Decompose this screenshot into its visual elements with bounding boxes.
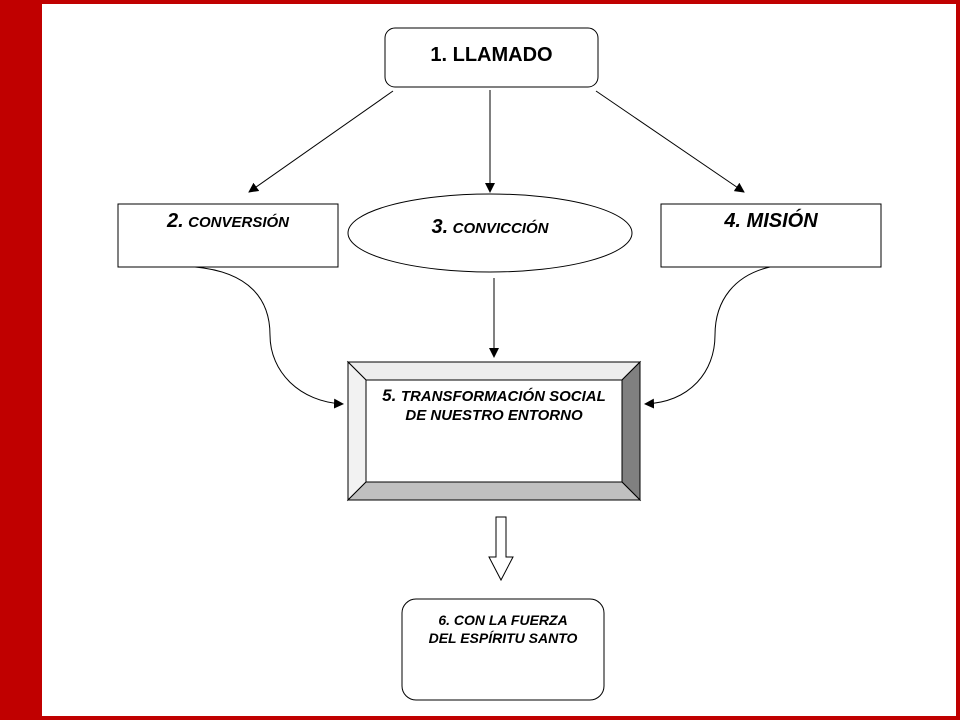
- bevel-bottom: [346, 481, 642, 501]
- node-espiritu-santo: [401, 598, 605, 701]
- arrow-llamado-mision: [595, 90, 745, 193]
- transformacion-line2: DE NUESTRO ENTORNO: [405, 407, 583, 424]
- node-llamado: [384, 27, 599, 88]
- conversion-text: CONVERSIÓN: [188, 214, 289, 231]
- label-mision: 4. MISIÓN: [661, 209, 881, 234]
- label-espiritu-santo: 6. CON LA FUERZA DEL ESPÍRITU SANTO: [402, 612, 604, 647]
- node-transformacion: [346, 360, 642, 502]
- bevel-right: [621, 360, 641, 502]
- label-llamado: 1. LLAMADO: [385, 43, 598, 68]
- mision-text: 4. MISIÓN: [724, 210, 818, 232]
- bevel-left: [347, 360, 367, 502]
- block-arrow-down: [488, 516, 514, 582]
- conviccion-text: CONVICCIÓN: [452, 220, 549, 237]
- bevel-top: [346, 361, 642, 381]
- arrow-conversion-transformacion: [194, 266, 344, 409]
- arrow-llamado-conversion: [248, 90, 394, 193]
- espiritu-line1: 6. CON LA FUERZA: [438, 612, 568, 628]
- node-conversion: [117, 203, 339, 268]
- label-conviccion: 3. CONVICCIÓN: [348, 215, 632, 240]
- label-transformacion: 5. TRANSFORMACIÓN SOCIAL DE NUESTRO ENTO…: [366, 385, 622, 426]
- conversion-number: 2.: [167, 210, 184, 232]
- node-mision: [660, 203, 882, 268]
- label-conversion: 2. CONVERSIÓN: [118, 209, 338, 234]
- transformacion-number: 5.: [382, 386, 397, 405]
- arrow-mision-transformacion: [644, 266, 771, 409]
- llamado-text: 1. LLAMADO: [430, 44, 553, 66]
- node-conviccion: [347, 193, 633, 273]
- conviccion-number: 3.: [431, 216, 449, 238]
- slide-canvas: [42, 4, 956, 716]
- espiritu-line2: DEL ESPÍRITU SANTO: [428, 629, 578, 646]
- transformacion-line1: TRANSFORMACIÓN SOCIAL: [400, 388, 606, 405]
